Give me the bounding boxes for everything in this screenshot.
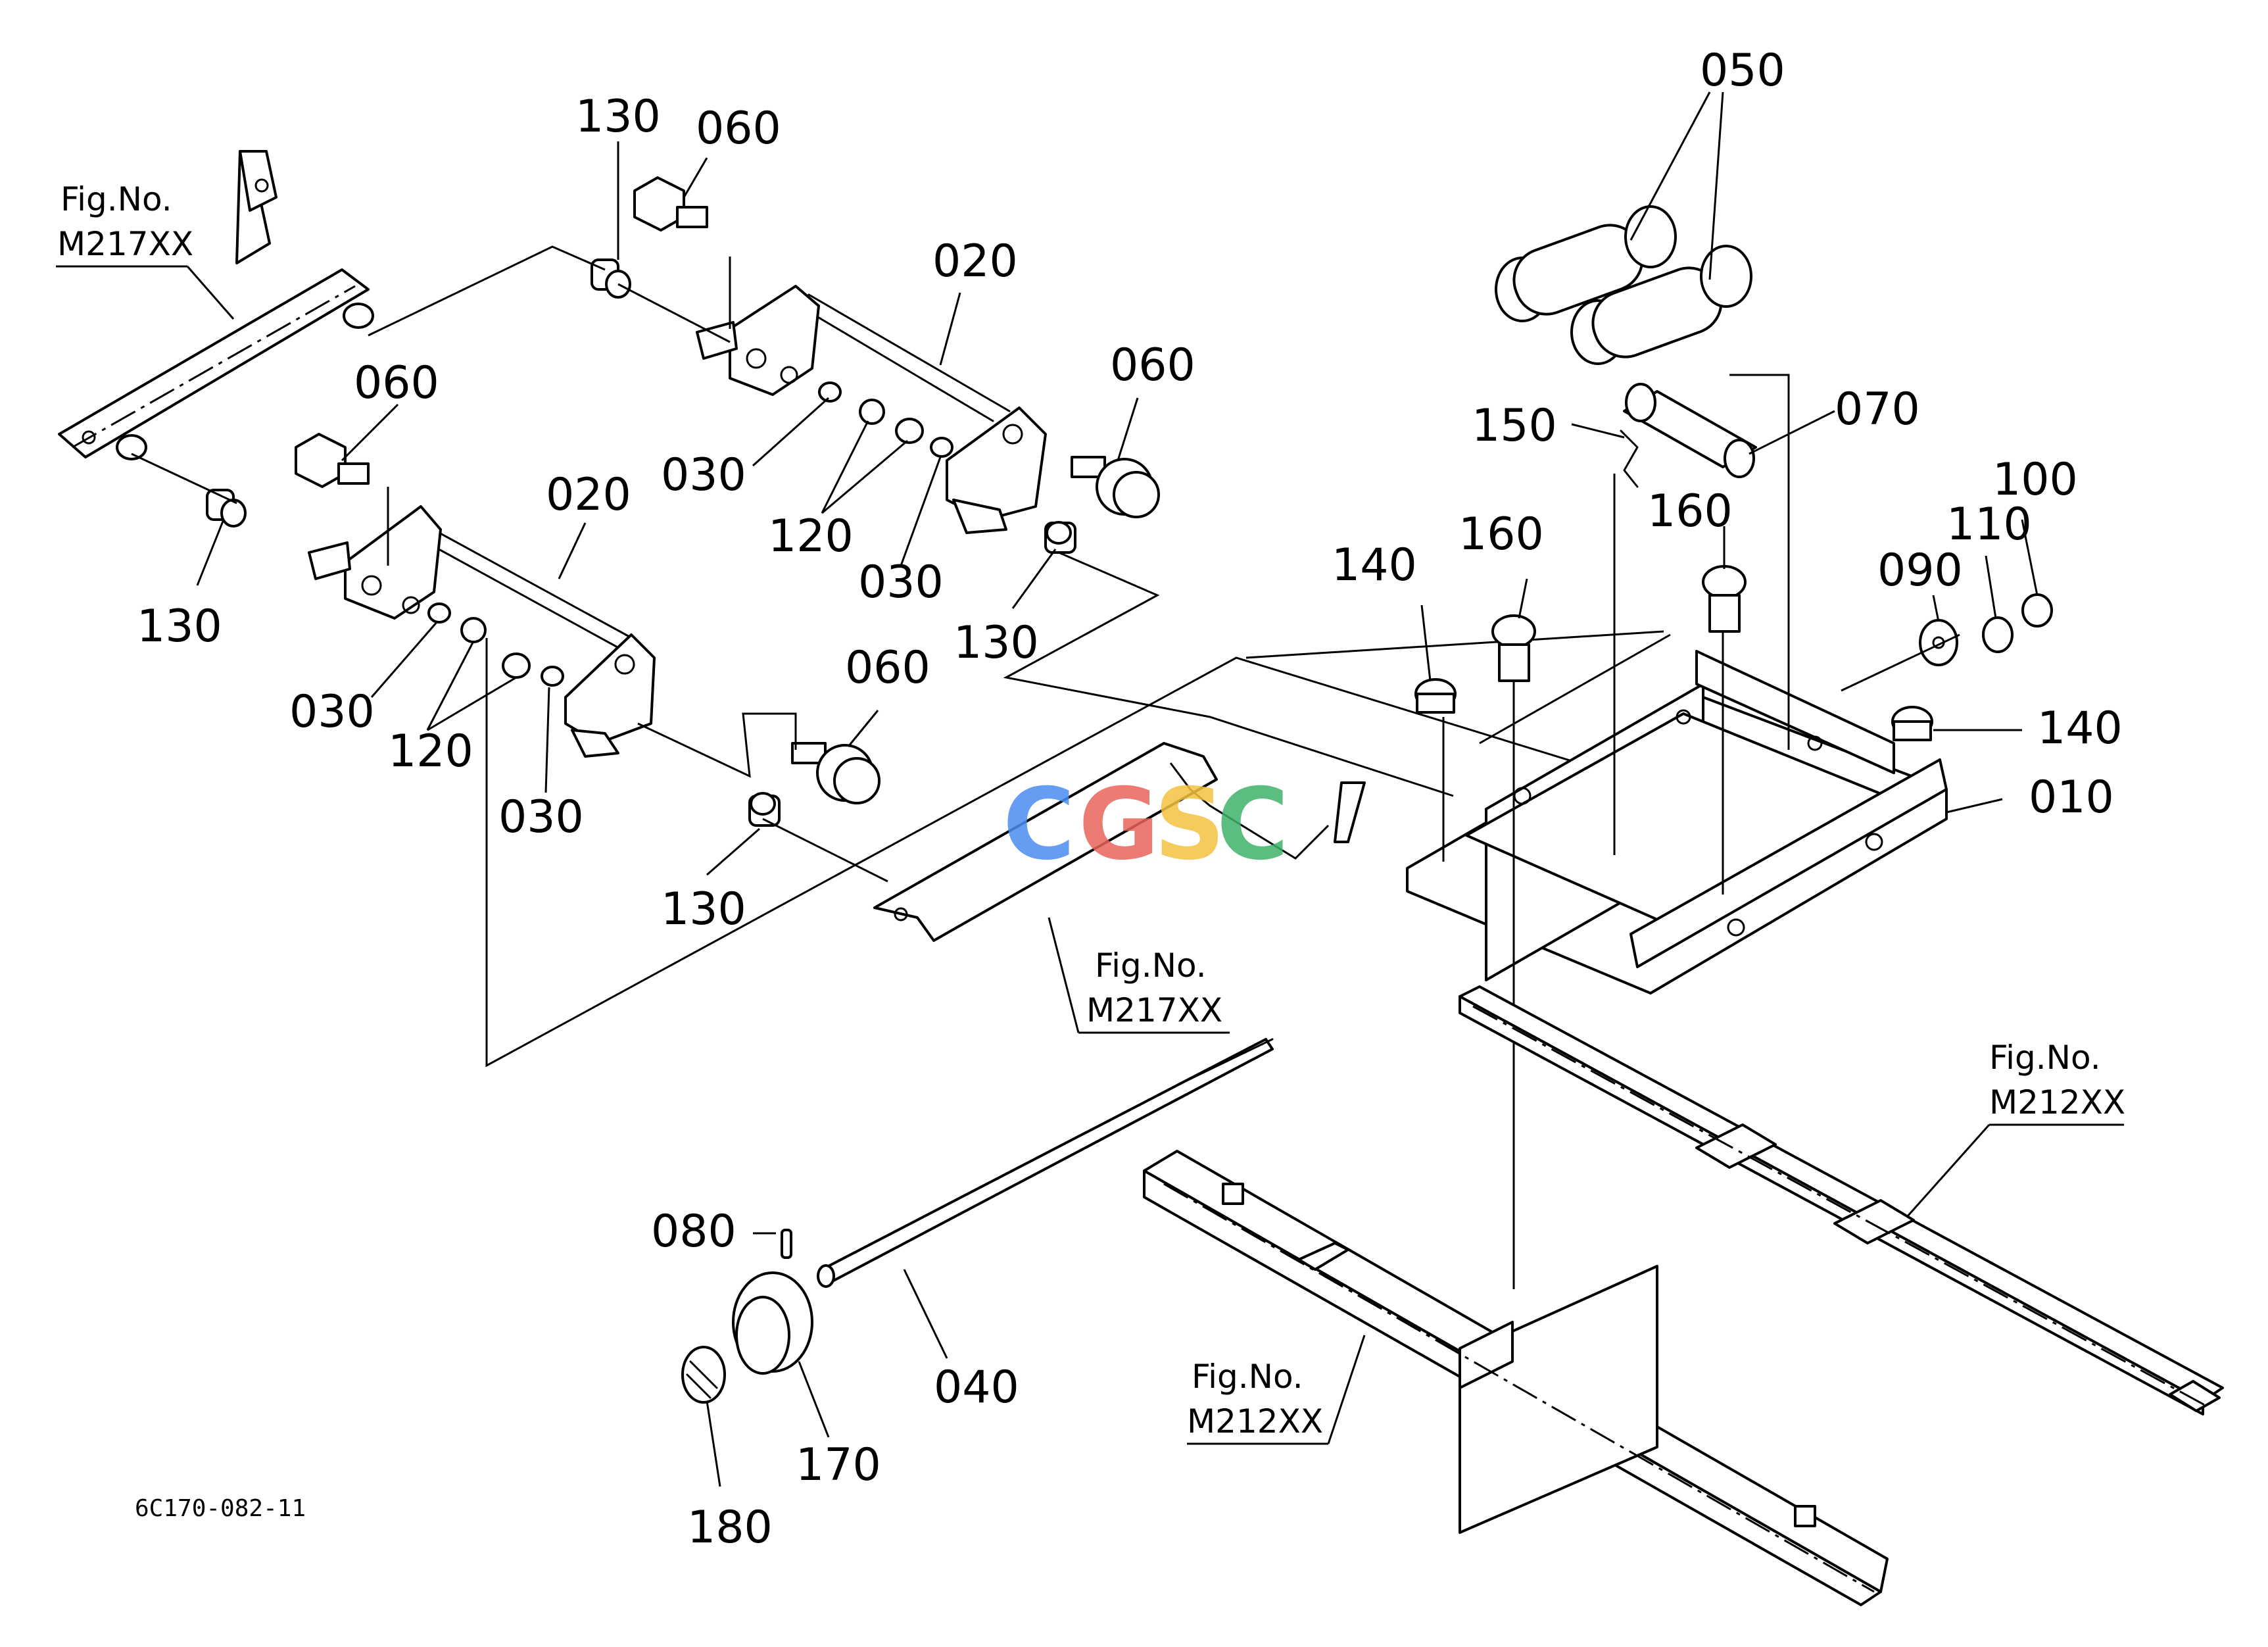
lower-rail-m212xx	[1143, 1150, 1889, 1606]
bolt-060-d	[791, 742, 881, 804]
pin-070	[1623, 383, 1757, 478]
callout-130-lower: 130	[661, 883, 746, 935]
lower-lever-assembly	[308, 505, 656, 758]
callout-160-right: 160	[1647, 485, 1733, 537]
callout-060-top: 060	[696, 103, 781, 155]
callout-050: 050	[1700, 45, 1785, 97]
fig-ref-bottom-leader	[1187, 1335, 1366, 1445]
fig-ref-left-leader	[56, 265, 235, 320]
fig-ref-left-code: M217XX	[57, 225, 193, 263]
callout-160-left: 160	[1459, 508, 1544, 560]
bolt-060-c	[1071, 456, 1160, 518]
upper-rail-m212xx	[1459, 985, 2224, 1415]
bolt-060-b	[295, 433, 370, 488]
fig-ref-right-title: Fig.No.	[1989, 1039, 2101, 1077]
spring-050-a	[1495, 205, 1677, 322]
bushing-130-d	[748, 792, 781, 827]
watermark-letter-4: C	[1217, 768, 1289, 882]
fig-ref-right-leader	[1906, 1123, 2124, 1217]
fig-ref-left-title: Fig.No.	[60, 180, 172, 218]
fig-ref-bottom-title: Fig.No.	[1192, 1358, 1303, 1396]
callout-070: 070	[1835, 383, 1920, 435]
callout-leaders	[196, 91, 2039, 1487]
bolt-160-b	[1702, 565, 1747, 633]
fig-ref-right-code: M212XX	[1989, 1083, 2125, 1121]
left-bracket-m217xx	[58, 150, 374, 460]
clip-150	[1620, 430, 1639, 488]
callout-060-lower: 060	[845, 642, 930, 694]
callout-140-left: 140	[1332, 539, 1417, 591]
watermark-letter-1: C	[1003, 768, 1075, 882]
callout-040: 040	[934, 1362, 1019, 1413]
callout-080: 080	[651, 1206, 736, 1258]
bushing-130-b	[206, 489, 247, 528]
nut-100	[2021, 593, 2053, 627]
threaded-rod-040	[817, 1038, 1274, 1288]
base-frame-010	[1406, 650, 1948, 995]
callout-150: 150	[1472, 400, 1557, 452]
callout-110: 110	[1946, 499, 2032, 551]
bolt-060-a	[633, 176, 708, 232]
bolt-160-a	[1491, 614, 1536, 682]
callout-180: 180	[687, 1502, 773, 1554]
callout-090: 090	[1877, 545, 1963, 597]
callout-030-upper-right: 030	[858, 556, 944, 608]
knob-cap-140-b	[1891, 706, 1933, 741]
center-plate-m217xx	[873, 742, 1366, 942]
fig-ref-bottom-code: M212XX	[1187, 1402, 1323, 1440]
knob-cap-140-a	[1414, 678, 1457, 714]
fig-ref-center-leader	[1048, 917, 1230, 1034]
drawing-code: 6C170-082-11	[135, 1495, 306, 1522]
frame-guide-lines	[1442, 374, 1960, 1289]
callout-130-top: 130	[575, 91, 661, 143]
cap-180	[681, 1346, 726, 1404]
knob-170	[732, 1271, 813, 1375]
fig-ref-center-title: Fig.No.	[1095, 946, 1207, 985]
assembly-guide-lines	[131, 245, 1664, 1068]
callout-060-right: 060	[1110, 339, 1195, 391]
callout-020-lower: 020	[546, 469, 631, 521]
callout-030-lower-left: 030	[289, 686, 375, 738]
callout-060-left: 060	[354, 357, 439, 409]
callout-120-upper: 120	[768, 510, 854, 562]
watermark-letter-3: S	[1154, 768, 1225, 882]
callout-030-lower-right: 030	[498, 791, 584, 843]
callout-130-left: 130	[137, 601, 222, 652]
callout-140-right: 140	[2037, 702, 2123, 754]
callout-020-upper: 020	[932, 235, 1018, 287]
nut-110	[1982, 616, 2014, 653]
bushing-130-c	[1044, 521, 1076, 554]
upper-lever-assembly	[696, 285, 1047, 534]
callout-130-mid: 130	[953, 617, 1039, 669]
watermark-letter-2: G	[1078, 768, 1159, 882]
callout-170: 170	[796, 1439, 881, 1491]
washer-090	[1919, 619, 1958, 666]
callout-030-upper-left: 030	[661, 449, 746, 501]
pin-080	[781, 1229, 792, 1259]
fig-ref-center-code: M217XX	[1086, 991, 1222, 1029]
cgsc-watermark-logo: C G S C	[1003, 768, 1289, 882]
callout-100: 100	[1992, 454, 2078, 506]
spring-050-b	[1570, 245, 1752, 365]
callout-120-lower: 120	[388, 725, 473, 777]
callout-010: 010	[2029, 772, 2114, 823]
